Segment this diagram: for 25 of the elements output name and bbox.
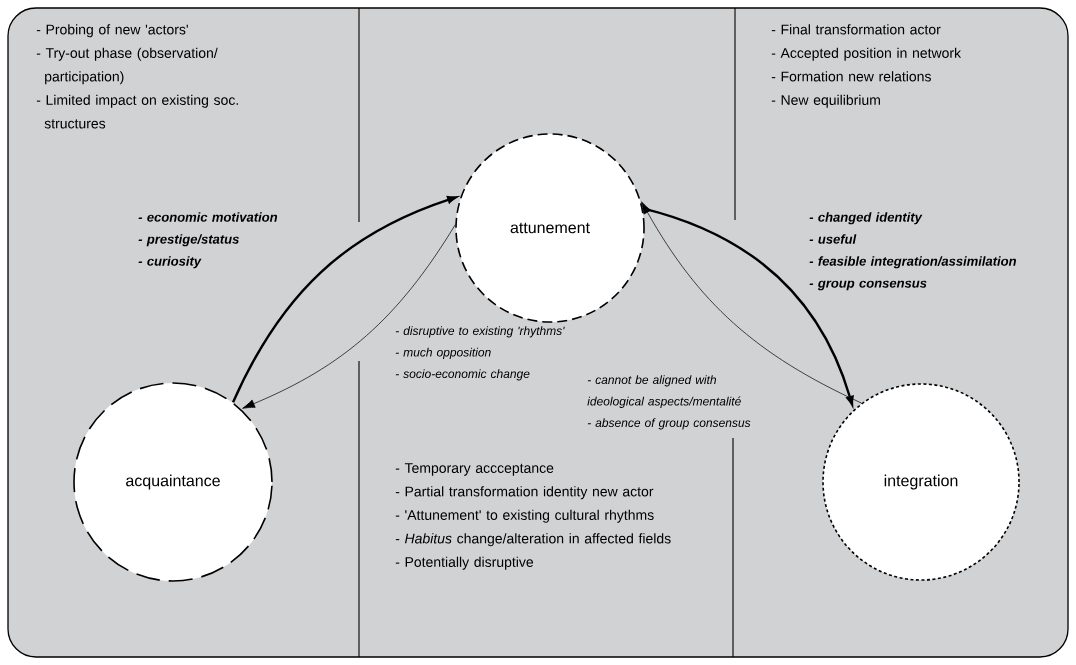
factor-text: - socio-economic change — [395, 369, 530, 381]
factor-text: - economic motivation — [138, 212, 278, 222]
bullet-text: - Probing of new 'actors' — [36, 24, 188, 38]
bullet-text: - Partial transformation identity new actor — [395, 486, 654, 500]
bullet-text: - Potentially disruptive — [395, 556, 534, 570]
bullet-text: - Try-out phase (observation/ participation) — [36, 47, 218, 85]
bullet-text: - Temporary accceptance — [395, 463, 554, 476]
factor-text: - disruptive to existing 'rhythms' — [395, 326, 565, 338]
factor-text: - feasible integration/assimilation — [809, 256, 1016, 269]
bullet-text: - New equilibrium — [771, 94, 880, 108]
curved-arrow — [242, 224, 456, 409]
factor-text: - useful — [809, 234, 857, 244]
bullet-text: - 'Attunement' to existing cultural rhythms — [395, 509, 654, 523]
bullet-text: - Habitus change/alteration in affected fields — [395, 533, 671, 547]
factor-text: - group consensus — [809, 280, 927, 291]
factor-text: - prestige/status — [138, 234, 239, 247]
bullet-text: - Limited impact on existing soc. structures — [36, 94, 238, 129]
factor-text: - cannot be aligned with ideological aspects/mentalité — [587, 375, 741, 408]
bullet-text: - Final transformation actor — [771, 24, 941, 35]
bullet-text: - Formation new relations — [771, 71, 931, 82]
factor-text: - changed identity — [809, 212, 923, 225]
factor-text: - curiosity — [138, 256, 202, 269]
factor-text: - much opposition — [395, 347, 491, 359]
factor-text: - absence of group consensus — [587, 418, 751, 430]
bullet-text: - Accepted position in network — [771, 47, 962, 61]
